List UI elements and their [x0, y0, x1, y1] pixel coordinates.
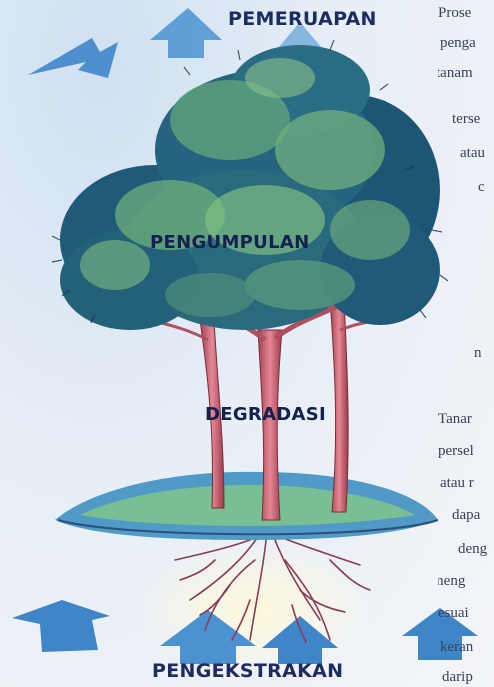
side-text-line: darip — [442, 669, 473, 685]
up-arrow-icon — [262, 616, 338, 664]
side-text-line: deng — [458, 541, 488, 557]
tree-canopy — [51, 39, 449, 330]
up-arrow-icon — [402, 608, 478, 660]
up-arrow-icon — [12, 600, 110, 652]
side-text-line: dapa — [452, 507, 481, 523]
side-text-line: Prose — [438, 5, 472, 21]
side-text-line: c — [478, 179, 485, 195]
evaporation-label: PEMERUAPAN — [228, 8, 377, 30]
side-text-line: n — [474, 345, 482, 361]
up-arrow-icon — [160, 610, 256, 664]
side-text-column: Prose penga tanam terse atau c n Tanar p… — [438, 0, 494, 687]
side-text-line: terse — [452, 111, 481, 127]
tree-icon — [149, 239, 396, 521]
side-text-line: sesuai — [438, 605, 469, 621]
ground-mound — [55, 471, 439, 540]
side-text-line: penga — [440, 35, 476, 51]
accumulation-label: PENGUMPULAN — [150, 232, 310, 253]
side-text-line: tanam — [438, 65, 473, 81]
side-text-line: persel — [438, 443, 474, 459]
up-arrow-icon — [278, 22, 322, 62]
degradation-label: DEGRADASI — [205, 404, 327, 425]
up-arrow-icon — [28, 38, 118, 78]
up-arrow-icon — [150, 8, 222, 58]
side-text-line: keran — [440, 639, 474, 655]
side-text-line: atau — [460, 145, 485, 161]
side-text-line: meng — [438, 573, 466, 589]
side-text-line: Tanar — [438, 411, 472, 427]
extraction-label: PENGEKSTRAKAN — [152, 660, 344, 682]
side-text-line: atau r — [440, 475, 474, 491]
